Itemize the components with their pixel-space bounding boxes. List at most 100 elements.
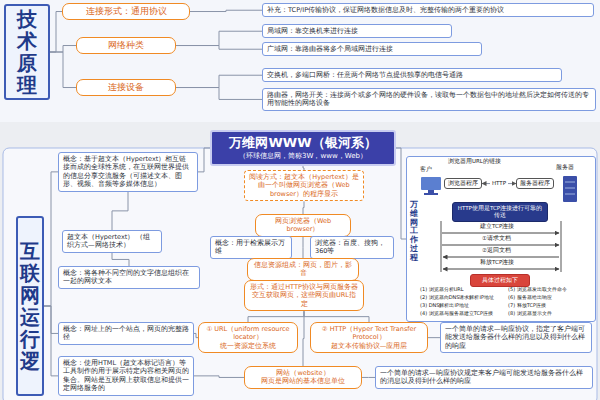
node-text: HTTP使用是TCP连接进行可靠的传送 — [457, 205, 543, 219]
connector — [190, 10, 262, 11]
text-box: 网页浏览器（Web browser） — [255, 214, 351, 237]
node-text: 浏览器程序 — [447, 180, 479, 187]
connector — [176, 88, 262, 100]
node-text: 连接设备 — [81, 82, 171, 93]
node-text: ② HTTP（Hyper Text Transfer Protocol） — [315, 325, 423, 342]
connector — [362, 377, 375, 378]
text-box: 超文本（Hypertext） （组织方式—网络技术） — [62, 230, 162, 253]
node-text: 具体过程如下 — [475, 277, 525, 284]
step-text: (8) 浏览器显示文件 — [508, 310, 552, 316]
text-box: 概念：基于超文本（Hypertext）相互链接而成的全球性系统，在互联网世界提供… — [58, 152, 198, 192]
node-text: 局域网：靠交换机来进行连接 — [267, 27, 447, 35]
connector — [303, 311, 304, 366]
node-text: 概念：基于超文本（Hypertext）相互链接而成的全球性系统，在互联网世界提供… — [63, 155, 193, 189]
connector — [50, 12, 62, 52]
node-text: 连接形式：通用协议 — [67, 6, 185, 17]
www-panel — [3, 148, 597, 400]
step-text: (2) 浏览器向DNS请求解析IP地址 — [420, 294, 494, 300]
node-text: 一个简单的请求—响应协议，指定了客户端可能发送给服务器什么样的消息以及得到什么样… — [445, 325, 587, 350]
client-timeline — [441, 221, 442, 272]
node-text: 广域网：靠路由器将多个局域网进行连接 — [267, 45, 477, 53]
connector — [198, 148, 210, 172]
node-subtext: 统一资源定位系统 — [203, 342, 293, 350]
text-box: HTTP使用是TCP连接进行可靠的传送 — [452, 202, 548, 222]
node-text: 网站（website） — [249, 369, 357, 377]
text-box: 概念：将各种不同空间的文字信息组织在一起的网状文本 — [58, 266, 200, 289]
connector — [112, 192, 128, 230]
text-box: 网络种类 — [76, 37, 176, 54]
client-monitor — [421, 177, 441, 190]
top-ground — [0, 0, 600, 122]
step-text: (7) 释放TCP连接 — [508, 302, 546, 308]
connector — [176, 46, 262, 50]
text-box: ② HTTP（Hyper Text Transfer Protocol）超文本传… — [310, 322, 428, 353]
figure-label: 浏览器用URL的链接 — [448, 158, 501, 165]
node-text: 概念：将各种不同空间的文字信息组织在一起的网状文本 — [63, 269, 195, 286]
connector — [112, 253, 129, 266]
figure-label: 客户 — [420, 166, 432, 173]
step-arrow — [443, 269, 559, 270]
section-band: 技术原理 — [4, 4, 50, 100]
node-text: 补充：TCP/IP传输协议，保证网络数据信息及时、完整传输的两个重要的协议 — [267, 6, 589, 14]
node-text: 互联网运行逻 — [20, 240, 40, 372]
step-text: (4) 浏览器与服务器建立TCP连接 — [420, 310, 493, 316]
node-text: ① URL（uniform resource locator） — [203, 325, 293, 342]
text-box: 一个简单的请求—响应协议，指定了客户端可能发送给服务器什么样的消息以及得到什么样… — [440, 322, 592, 353]
node-text: 交换机，多端口网桥：任意两个网络节点提供独享的电信号通路 — [267, 71, 557, 79]
text-box: 浏览器程序 — [444, 178, 482, 189]
node-text: 形式：通过HTTP协议与网页服务器交互获取网页，这些网页由URL指定 — [249, 283, 359, 308]
node-text: 概念：网址上的一个站点，网页的完整路径 — [63, 325, 189, 342]
step-text: (1) 浏览器分析URL — [420, 286, 464, 292]
text-box: 补充：TCP/IP传输协议，保证网络数据信息及时、完整传输的两个重要的协议 — [262, 3, 594, 17]
node-text: 技术原理 — [17, 8, 37, 96]
node-text: 万维网WWW（银河系） — [216, 135, 390, 152]
node-text: 超文本（Hypertext） （组织方式—网络技术） — [67, 233, 157, 250]
text-box: 连接形式：通用协议 — [62, 3, 190, 20]
node-text: 浏览器：百度、搜狗，360等 — [315, 239, 389, 256]
step-arrow — [442, 245, 559, 246]
connector — [50, 52, 76, 88]
node-text: 网页浏览器（Web browser） — [260, 217, 346, 234]
node-text: 概念：使用HTML（超文本标记语言）等工具制作的用于展示特定内容相关网页的集合。… — [63, 359, 189, 393]
figure-label: ①请求文档 — [482, 235, 511, 242]
connector — [44, 172, 58, 306]
process-ground — [406, 156, 596, 322]
node-text: 概念：用于检索展示万维 — [215, 239, 287, 256]
connector — [303, 201, 304, 214]
node-text: 万维网工作过程 — [410, 201, 418, 263]
figure-label: 服务器 — [556, 164, 574, 171]
text-box: ① URL（uniform resource locator）统一资源定位系统 — [198, 322, 298, 353]
text-box: 概念：用于检索展示万维 — [210, 236, 292, 259]
connector — [44, 306, 58, 376]
server-slot — [565, 194, 575, 195]
text-box: 浏览器：百度、搜狗，360等 — [310, 236, 394, 259]
server-timeline — [561, 221, 562, 272]
text-box: 路由器，网络开关：连接两个或多个网络的硬件设备，读取每一个数据包中的地址然后决定… — [262, 88, 596, 111]
step-arrow — [442, 233, 559, 234]
text-box: 网站（website）网页是网站的基本信息单位 — [244, 366, 362, 389]
text-box: 概念：网址上的一个站点，网页的完整路径 — [58, 322, 194, 345]
text-box: 形式：通过HTTP协议与网页服务器交互获取网页，这些网页由URL指定 — [244, 280, 364, 311]
node-text: 网络种类 — [81, 40, 171, 51]
text-box: 交换机，多端口网桥：任意两个网络节点提供独享的电信号通路 — [262, 68, 562, 82]
connector — [248, 311, 304, 322]
node-text: 路由器，网络开关：连接两个或多个网络的硬件设备，读取每一个数据包中的地址然后决定… — [267, 91, 591, 108]
text-box: 局域网：靠交换机来进行连接 — [262, 24, 452, 38]
text-box: 一个简单的请求—响应协议规定来客户端可能发送给服务器什么样的消息以及得到什么样的… — [375, 366, 593, 389]
step-text: (6) 服务器给出响应 — [508, 294, 552, 300]
step-text: (5) 浏览器发出取文件命令 — [508, 286, 567, 292]
connector — [50, 46, 76, 52]
text-box: 连接设备 — [76, 79, 176, 96]
section-band: 互联网运行逻 — [16, 216, 44, 396]
text-box: 具体过程如下 — [470, 274, 530, 287]
figure-label: 建立TCP连接 — [480, 223, 514, 230]
connector — [194, 376, 244, 378]
node-subtext: 网页是网站的基本信息单位 — [249, 377, 357, 385]
text-box: 阅读方式：超文本（Hypertext）是由一个叫做网页浏览器（Web brows… — [244, 170, 364, 201]
text-box: 信息资源组成：网页，图片，影音 — [247, 258, 359, 281]
connector — [176, 75, 262, 87]
connector — [428, 337, 440, 338]
figure-label: 释放TCP连接 — [480, 259, 514, 266]
